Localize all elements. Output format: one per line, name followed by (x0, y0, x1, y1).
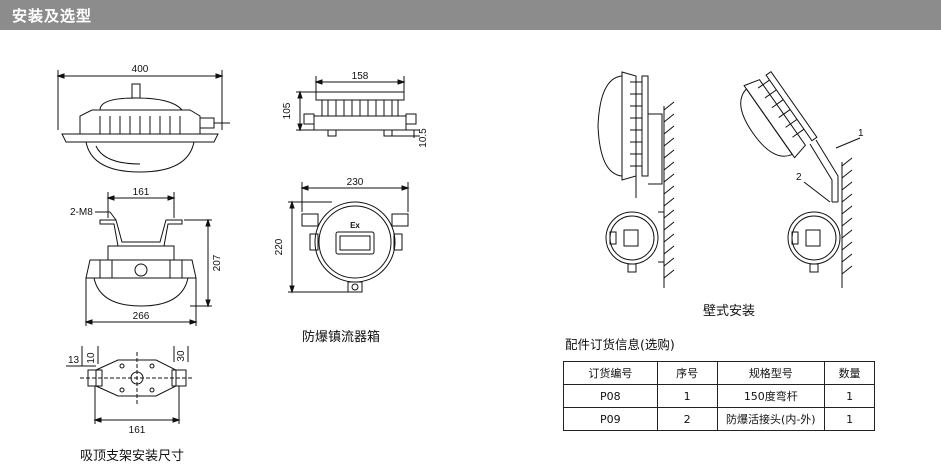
header-spec: 规格型号 (716, 361, 826, 385)
header-qty: 数量 (824, 361, 875, 385)
accessories-title: 配件订货信息(选购) (565, 337, 675, 352)
dim-plate-left-a: 13 (68, 355, 80, 366)
cell-seq: 1 (656, 384, 718, 408)
dim-plate-right: 30 (176, 350, 187, 362)
dim-front-height: 220 (274, 238, 285, 255)
wall-mount-caption: 壁式安装 (703, 304, 756, 319)
header-seq: 序号 (656, 361, 718, 385)
header-code: 订货编号 (563, 361, 658, 385)
dim-plate-width: 161 (129, 425, 146, 436)
cell-code: P09 (563, 407, 658, 431)
dim-side-foot: 10.5 (418, 128, 429, 148)
cell-seq: 2 (656, 407, 718, 431)
dim-thread-label: 2-M8 (70, 207, 93, 218)
ex-mark: Ex (350, 221, 360, 230)
lamp-bracket-view-drawing: 161 2-M8 207 266 (70, 187, 223, 326)
table-row: P09 2 防爆活接头(内-外) 1 (563, 407, 875, 431)
section-title: 安装及选型 (12, 7, 93, 25)
dim-bracket-width: 161 (133, 187, 150, 198)
dim-height: 207 (212, 254, 223, 271)
ballast-box-side-drawing: 158 105 10.5 (282, 71, 429, 148)
cell-qty: 1 (824, 384, 875, 408)
section-header: 安装及选型 (0, 0, 941, 30)
lamp-side-view-drawing: 400 (56, 64, 230, 173)
ballast-box-front-drawing: 230 220 Ex (274, 177, 410, 294)
accessories-table: 订货编号 序号 规格型号 数量 P08 1 150度弯杆 1 P09 2 防爆活… (563, 361, 875, 431)
wall-mount-right-drawing: 1 2 (740, 70, 864, 288)
dim-top-width: 400 (132, 64, 149, 75)
cell-code: P08 (563, 384, 658, 408)
dim-plate-left-b: 10 (86, 352, 97, 364)
dim-side-width: 158 (352, 71, 369, 82)
table-header-row: 订货编号 序号 规格型号 数量 (563, 361, 875, 385)
dim-side-height: 105 (282, 102, 293, 119)
dim-base-width: 266 (133, 311, 150, 322)
mounting-plate-drawing: 13 10 30 161 (66, 346, 194, 436)
dims-caption: 吸顶支架安装尺寸 (80, 449, 185, 464)
cell-spec: 150度弯杆 (716, 384, 826, 408)
callout-1: 1 (858, 128, 864, 139)
cell-spec: 防爆活接头(内-外) (716, 407, 826, 431)
table-row: P08 1 150度弯杆 1 (563, 384, 875, 408)
cell-qty: 1 (824, 407, 875, 431)
dim-front-width: 230 (347, 177, 364, 188)
callout-2: 2 (796, 172, 802, 183)
wall-mount-left-drawing (597, 71, 675, 288)
ballast-box-caption: 防爆镇流器箱 (302, 330, 381, 345)
